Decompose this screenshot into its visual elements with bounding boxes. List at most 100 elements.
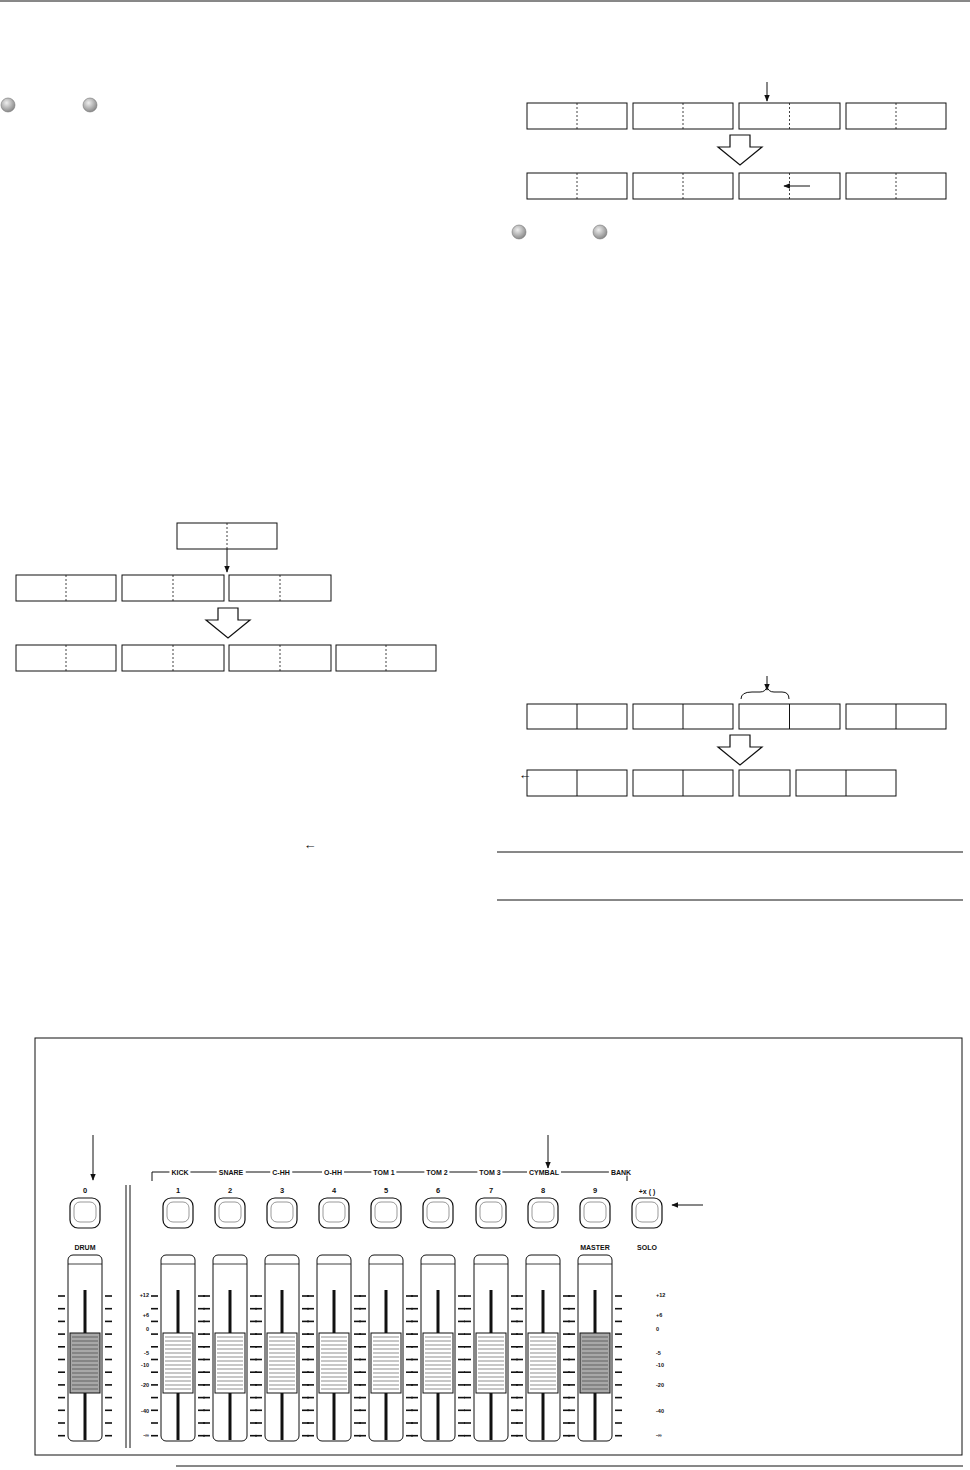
pointer-arrow (767, 82, 768, 101)
scale-tick (151, 1371, 158, 1373)
knob-grip (582, 1361, 608, 1362)
key-button-face (480, 1202, 502, 1222)
scale-tick (307, 1295, 314, 1297)
knob-grip (165, 1349, 191, 1350)
scale-tick (151, 1321, 158, 1323)
knob-grip (165, 1361, 191, 1362)
knob-grip (478, 1385, 504, 1386)
knob-grip (478, 1381, 504, 1382)
knob-grip (217, 1337, 243, 1338)
scale-tick (359, 1422, 366, 1424)
scale-value: 0 (656, 1327, 659, 1333)
callout-arrow (672, 1205, 703, 1206)
callout-arrow (548, 1135, 549, 1168)
fader-slot-rim (526, 1264, 560, 1265)
scale-tick (151, 1346, 158, 1348)
knob-grip (373, 1365, 399, 1366)
fader-slot-rim (265, 1264, 299, 1265)
callout-arrow (93, 1135, 94, 1180)
pad-name: CYMBAL (527, 1169, 561, 1176)
scale-tick (203, 1308, 210, 1310)
knob-grip (530, 1337, 556, 1338)
scale-tick (105, 1359, 112, 1361)
scale-tick (105, 1371, 112, 1373)
scale-tick (359, 1397, 366, 1399)
scale-tick (58, 1371, 65, 1373)
block-divider (789, 704, 790, 729)
knob-grip (425, 1377, 451, 1378)
key-button (215, 1198, 245, 1228)
knob-grip (72, 1381, 98, 1382)
bullet-circle (593, 225, 607, 239)
knob-grip (425, 1361, 451, 1362)
knob-grip (530, 1341, 556, 1342)
knob-grip (72, 1345, 98, 1346)
scale-tick (203, 1397, 210, 1399)
scale-tick (516, 1333, 523, 1335)
scale-value: -5 (656, 1351, 661, 1357)
knob-grip (269, 1369, 295, 1370)
key-button-face (375, 1202, 397, 1222)
pointer-arrow (227, 549, 228, 572)
knob-grip (582, 1341, 608, 1342)
block-divider (227, 523, 228, 549)
fader-knob (371, 1333, 401, 1393)
block-divider (683, 103, 684, 129)
scale-tick (458, 1371, 465, 1373)
knob-grip (269, 1381, 295, 1382)
scale-tick (458, 1321, 465, 1323)
scale-tick (411, 1435, 418, 1437)
knob-grip (530, 1389, 556, 1390)
knob-grip (425, 1385, 451, 1386)
knob-grip (425, 1381, 451, 1382)
fader-slot-rim (369, 1264, 403, 1265)
knob-grip (217, 1377, 243, 1378)
fader-slot-rim (421, 1264, 455, 1265)
separator (130, 1185, 131, 1448)
scale-tick (464, 1321, 471, 1323)
scale-tick (203, 1295, 210, 1297)
knob-grip (530, 1365, 556, 1366)
fader-slot-rim (213, 1264, 247, 1265)
knob-grip (165, 1345, 191, 1346)
block-box (796, 770, 896, 796)
scale-value: +6 (143, 1313, 149, 1319)
scale-tick (411, 1384, 418, 1386)
panel-frame (35, 1038, 962, 1455)
scale-tick (203, 1321, 210, 1323)
scale-tick (568, 1410, 575, 1412)
scale-tick (105, 1346, 112, 1348)
knob-grip (217, 1369, 243, 1370)
knob-grip (217, 1365, 243, 1366)
knob-grip (530, 1385, 556, 1386)
scale-tick (615, 1422, 622, 1424)
knob-grip (165, 1365, 191, 1366)
scale-tick (615, 1295, 622, 1297)
key-number: 9 (593, 1187, 597, 1195)
fader-slot-rim (161, 1264, 195, 1265)
scale-tick (58, 1359, 65, 1361)
scale-tick (151, 1295, 158, 1297)
block-divider (280, 645, 281, 671)
key-number: 4 (332, 1187, 336, 1195)
knob-grip (72, 1341, 98, 1342)
arrow-symbol: ← (519, 768, 532, 781)
knob-grip (425, 1357, 451, 1358)
block-box (846, 704, 946, 729)
scale-value: -∞ (656, 1433, 662, 1439)
bullet-circle (1, 98, 15, 112)
shift-arrow (784, 186, 810, 187)
separator (126, 1185, 127, 1448)
scale-tick (255, 1371, 262, 1373)
scale-tick (411, 1321, 418, 1323)
pointer-arrow (767, 676, 768, 690)
scale-tick (255, 1321, 262, 1323)
scale-tick (151, 1308, 158, 1310)
knob-grip (321, 1389, 347, 1390)
scale-tick (516, 1422, 523, 1424)
scale-tick (255, 1308, 262, 1310)
block-box (846, 173, 946, 199)
knob-grip (72, 1385, 98, 1386)
knob-grip (373, 1337, 399, 1338)
knob-grip (425, 1337, 451, 1338)
